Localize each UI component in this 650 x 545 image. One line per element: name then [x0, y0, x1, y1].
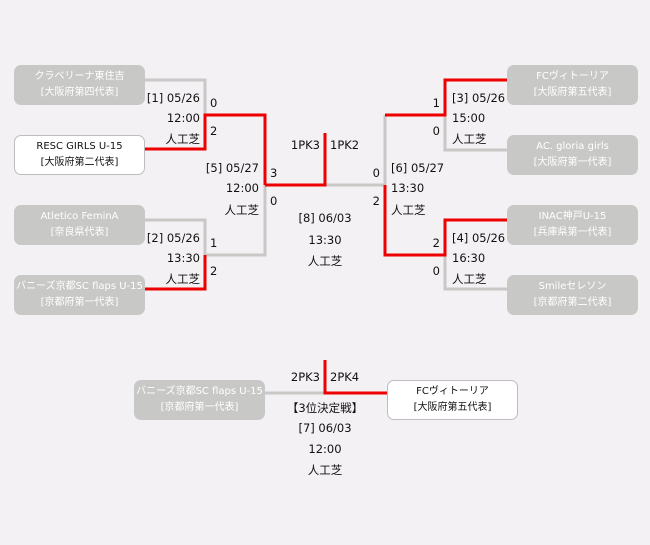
team-rep: [大阪府第五代表] [413, 402, 492, 413]
team-rep: [京都府第一代表] [40, 297, 119, 308]
team-name: バニーズ京都SC flaps U-15 [16, 281, 143, 292]
team-name: FCヴィトーリア [536, 71, 609, 82]
team-rep: [大阪府第五代表] [533, 87, 612, 98]
team-name: Atletico FeminA [40, 211, 119, 222]
line-third-win [323, 360, 387, 395]
score: 2 [210, 264, 218, 278]
match-time: 12:00 [225, 181, 259, 195]
score: 0 [432, 264, 440, 278]
team-box-bunnies-kyoto[interactable]: バニーズ京都SC flaps U-15 [京都府第一代表] [14, 275, 145, 315]
team-rep: [兵庫県第一代表] [533, 227, 612, 238]
match-venue: 人工芝 [452, 272, 487, 286]
team-name: RESC GIRLS U-15 [36, 141, 123, 152]
final-label: [8] 06/03 [298, 211, 352, 225]
score: 0 [270, 194, 278, 208]
match-venue: 人工芝 [165, 272, 201, 286]
line-m5-bottom [205, 185, 267, 257]
third-pk-left: 2PK3 [290, 370, 320, 384]
final-venue: 人工芝 [307, 254, 343, 268]
match-label: [2] 05/26 [146, 231, 200, 245]
match-label: [6] 05/27 [391, 161, 445, 175]
team-name: クラベリーナ東住吉 [34, 71, 125, 82]
team-box-fc-vitoria[interactable]: FCヴィトーリア [大阪府第五代表] [507, 65, 638, 105]
team-box-kuraberina[interactable]: クラベリーナ東住吉 [大阪府第四代表] [14, 65, 145, 105]
final-pk-right: 1PK2 [330, 138, 360, 152]
team-rep: [京都府第二代表] [533, 297, 612, 308]
line-m2-win [145, 255, 207, 291]
team-rep: [大阪府第二代表] [40, 157, 119, 168]
match-label: [1] 05/26 [146, 91, 200, 105]
team-rep: [奈良県代表] [50, 227, 109, 238]
line-m1-top [145, 78, 207, 115]
line-m4-bottom [443, 255, 507, 291]
score: 2 [432, 236, 440, 250]
third-label: [7] 06/03 [298, 421, 352, 435]
team-name: FCヴィトーリア [416, 386, 489, 397]
line-m3-bottom [443, 115, 507, 152]
team-rep: [大阪府第一代表] [533, 157, 612, 168]
score: 0 [372, 166, 380, 180]
match-venue: 人工芝 [452, 132, 487, 146]
match-label: [5] 05/27 [205, 161, 259, 175]
team-box-atletico-femina[interactable]: Atletico FeminA [奈良県代表] [14, 205, 145, 245]
line-m1-win [145, 113, 267, 185]
match-venue: 人工芝 [165, 132, 201, 146]
score: 1 [210, 236, 218, 250]
third-time: 12:00 [308, 442, 342, 456]
team-name: INAC神戸U-15 [538, 211, 607, 222]
match-venue: 人工芝 [224, 203, 260, 217]
third-venue: 人工芝 [307, 463, 343, 477]
final-time: 13:30 [308, 233, 342, 247]
line-final-win [265, 133, 327, 187]
final-pk-left: 1PK3 [290, 138, 320, 152]
team-box-smile-selecao[interactable]: Smileセレソン [京都府第二代表] [507, 275, 638, 315]
team-box-third-fc-vitoria[interactable]: FCヴィトーリア [大阪府第五代表] [387, 380, 518, 420]
match-time: 16:30 [452, 251, 486, 265]
score: 3 [270, 166, 278, 180]
score: 0 [432, 124, 440, 138]
team-box-resc-girls[interactable]: RESC GIRLS U-15 [大阪府第二代表] [14, 135, 145, 175]
third-pk-right: 2PK4 [330, 370, 360, 384]
score: 2 [372, 194, 380, 208]
team-box-inac-kobe[interactable]: INAC神戸U-15 [兵庫県第一代表] [507, 205, 638, 245]
match-label: [4] 05/26 [452, 231, 506, 245]
match-time: 12:00 [166, 111, 200, 125]
team-rep: [京都府第一代表] [160, 402, 239, 413]
third-place-title: 【3位決定戦】 [286, 401, 364, 415]
team-box-third-bunnies[interactable]: バニーズ京都SC flaps U-15 [京都府第一代表] [134, 380, 265, 420]
team-rep: [大阪府第四代表] [40, 87, 119, 98]
match-label: [3] 05/26 [452, 91, 506, 105]
score: 2 [210, 124, 218, 138]
team-name: AC. gloria girls [536, 141, 609, 152]
line-m6-win [383, 185, 507, 257]
match-time: 15:00 [452, 111, 486, 125]
line-m3-win [385, 78, 507, 117]
score: 1 [432, 96, 440, 110]
score: 0 [210, 96, 218, 110]
team-box-ac-gloria[interactable]: AC. gloria girls [大阪府第一代表] [507, 135, 638, 175]
match-time: 13:30 [166, 251, 200, 265]
team-name: バニーズ京都SC flaps U-15 [136, 386, 263, 397]
team-name: Smileセレソン [538, 281, 607, 292]
match-time: 13:30 [391, 181, 425, 195]
line-m2-top [145, 218, 207, 255]
match-venue: 人工芝 [391, 203, 426, 217]
